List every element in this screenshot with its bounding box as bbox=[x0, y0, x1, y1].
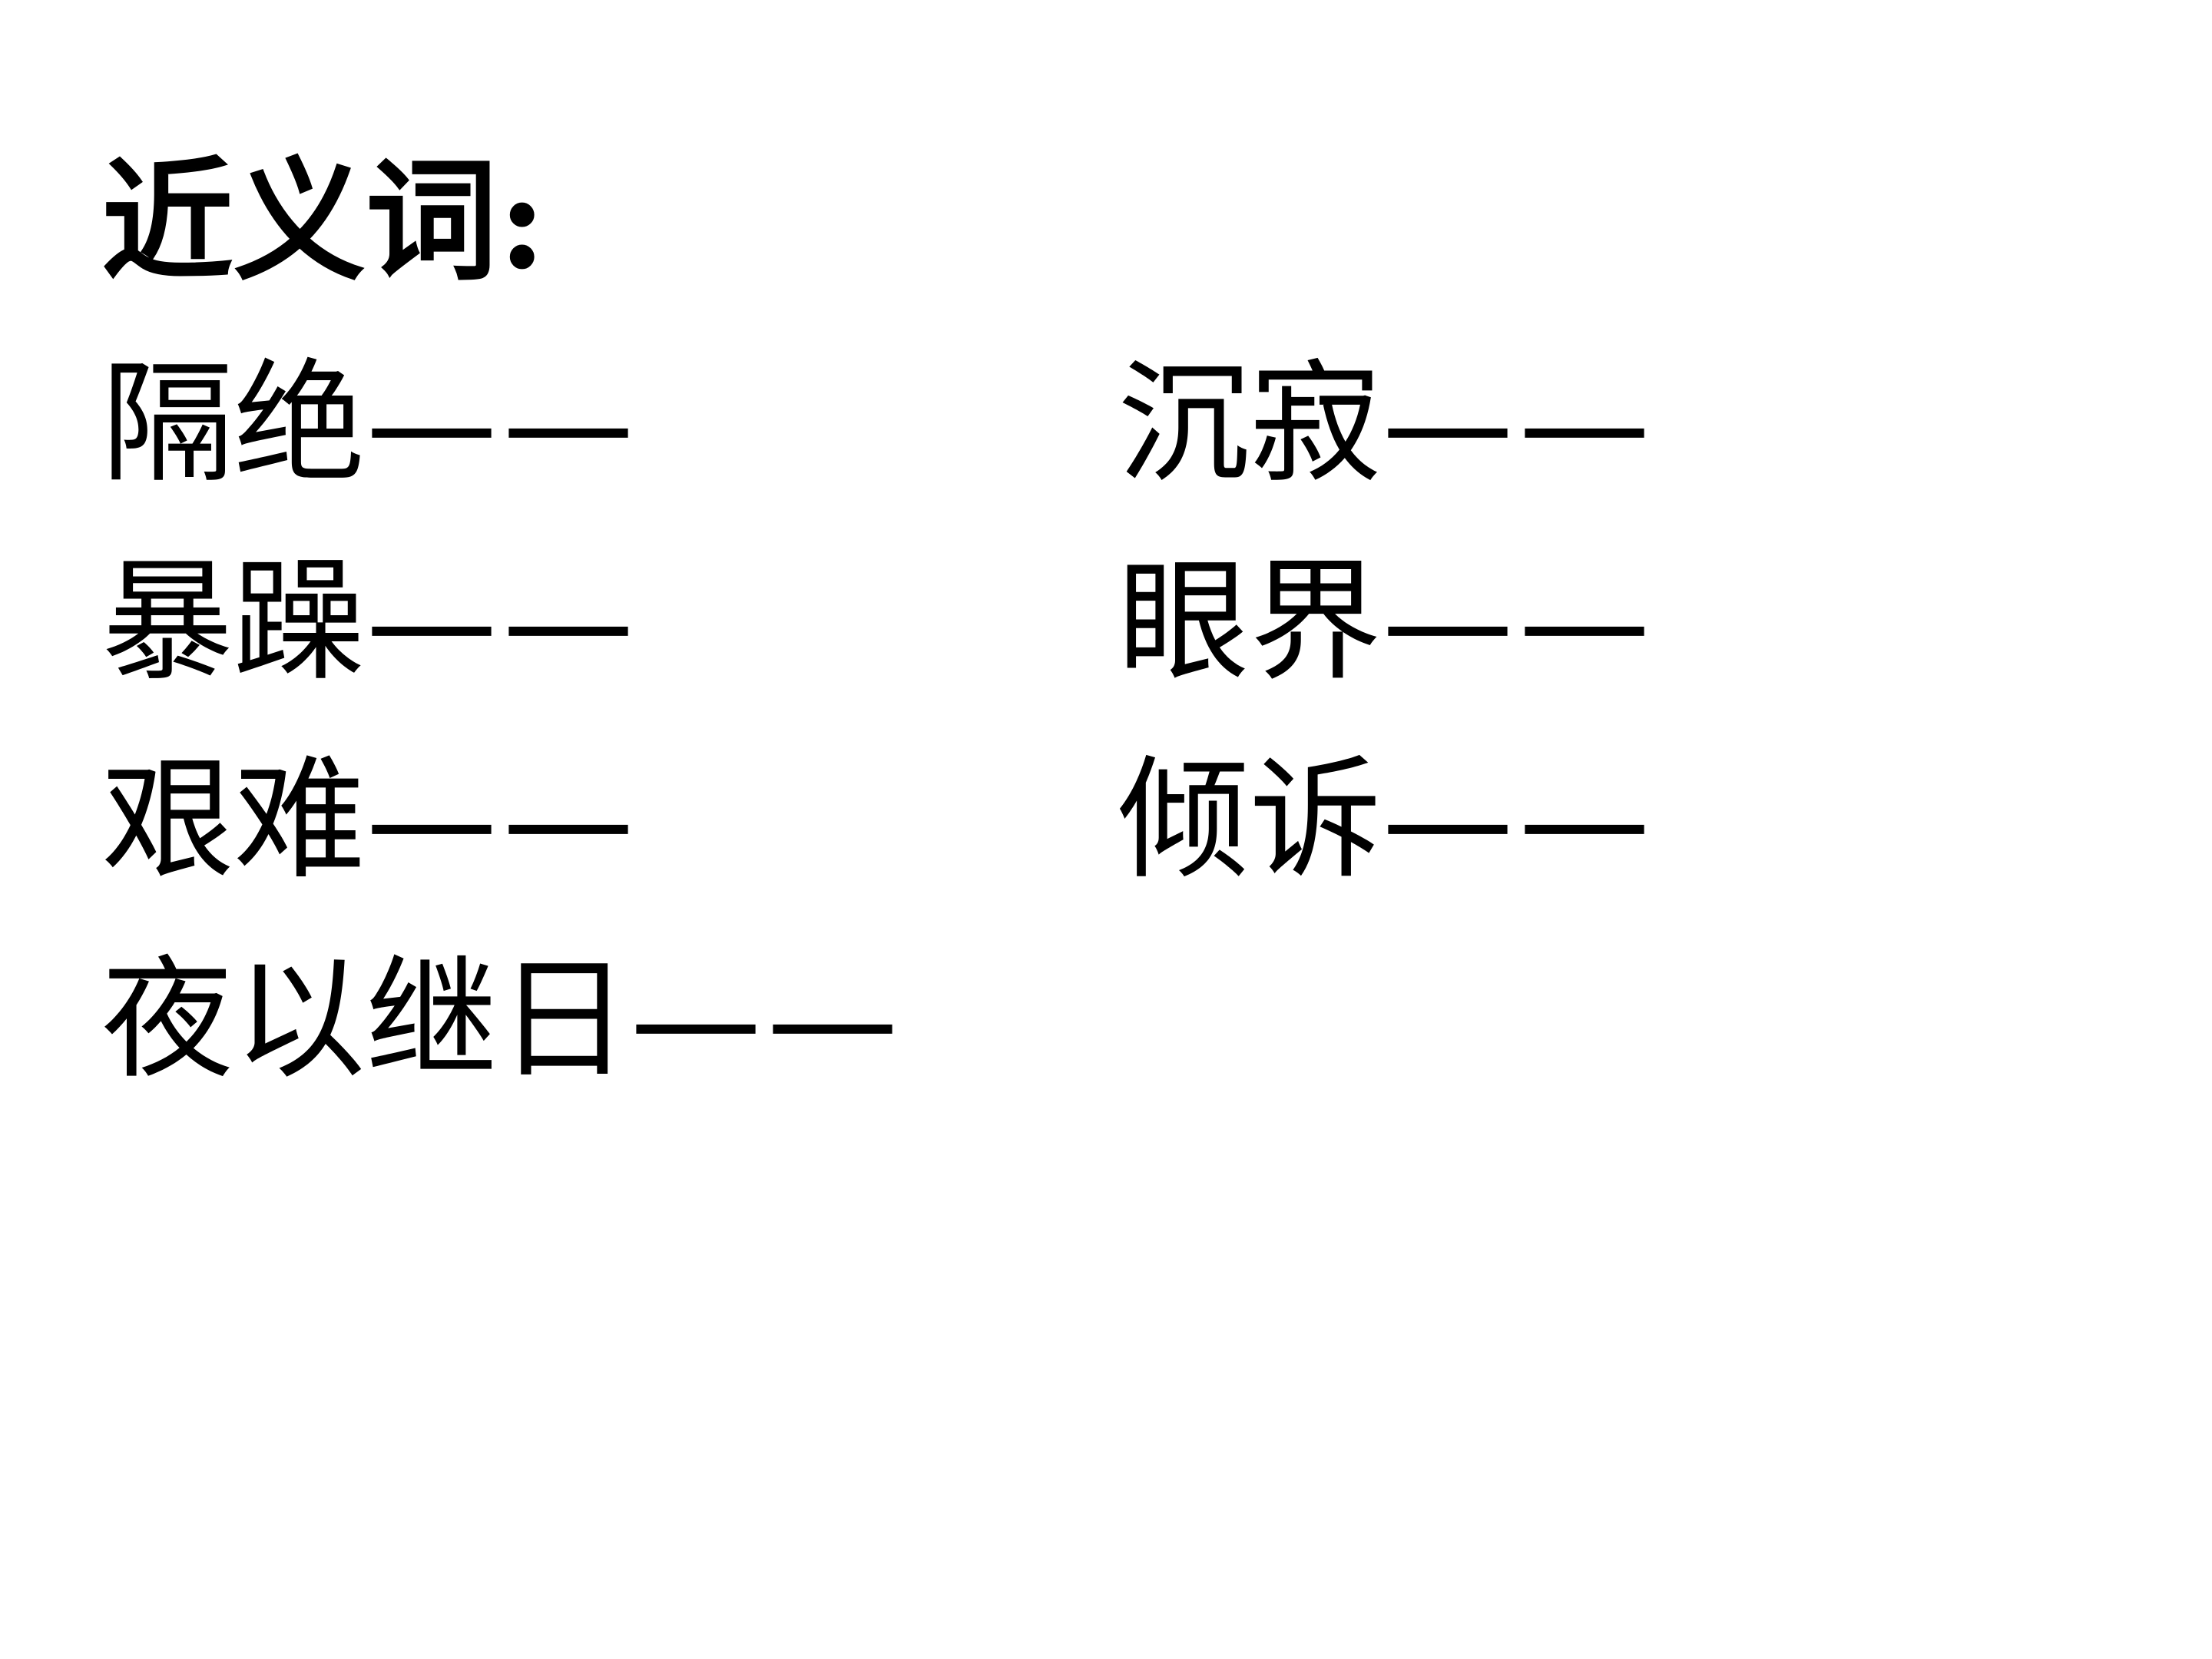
word-term: 眼界 bbox=[1118, 545, 1382, 699]
word-item: 沉寂—— bbox=[1118, 347, 1655, 501]
word-dash: —— bbox=[1382, 545, 1655, 699]
slide-title: 近义词: bbox=[101, 143, 547, 299]
word-item: 暴躁—— bbox=[101, 545, 639, 699]
word-term: 隔绝 bbox=[101, 346, 366, 501]
word-term: 暴躁 bbox=[101, 545, 366, 699]
word-term: 夜以继日 bbox=[101, 942, 630, 1097]
word-item: 艰难—— bbox=[101, 743, 639, 897]
word-term: 艰难 bbox=[101, 743, 366, 897]
word-item: 隔绝—— bbox=[101, 347, 639, 501]
word-dash: —— bbox=[1382, 346, 1655, 501]
word-dash: —— bbox=[366, 545, 639, 699]
word-term: 倾诉 bbox=[1118, 743, 1382, 897]
word-dash: —— bbox=[366, 743, 639, 897]
word-dash: —— bbox=[366, 346, 639, 501]
word-dash: —— bbox=[1382, 743, 1655, 897]
word-item: 夜以继日—— bbox=[101, 943, 903, 1097]
word-item: 眼界—— bbox=[1118, 545, 1655, 699]
word-dash: —— bbox=[630, 942, 903, 1097]
word-term: 沉寂 bbox=[1118, 346, 1382, 501]
word-item: 倾诉—— bbox=[1118, 743, 1655, 897]
